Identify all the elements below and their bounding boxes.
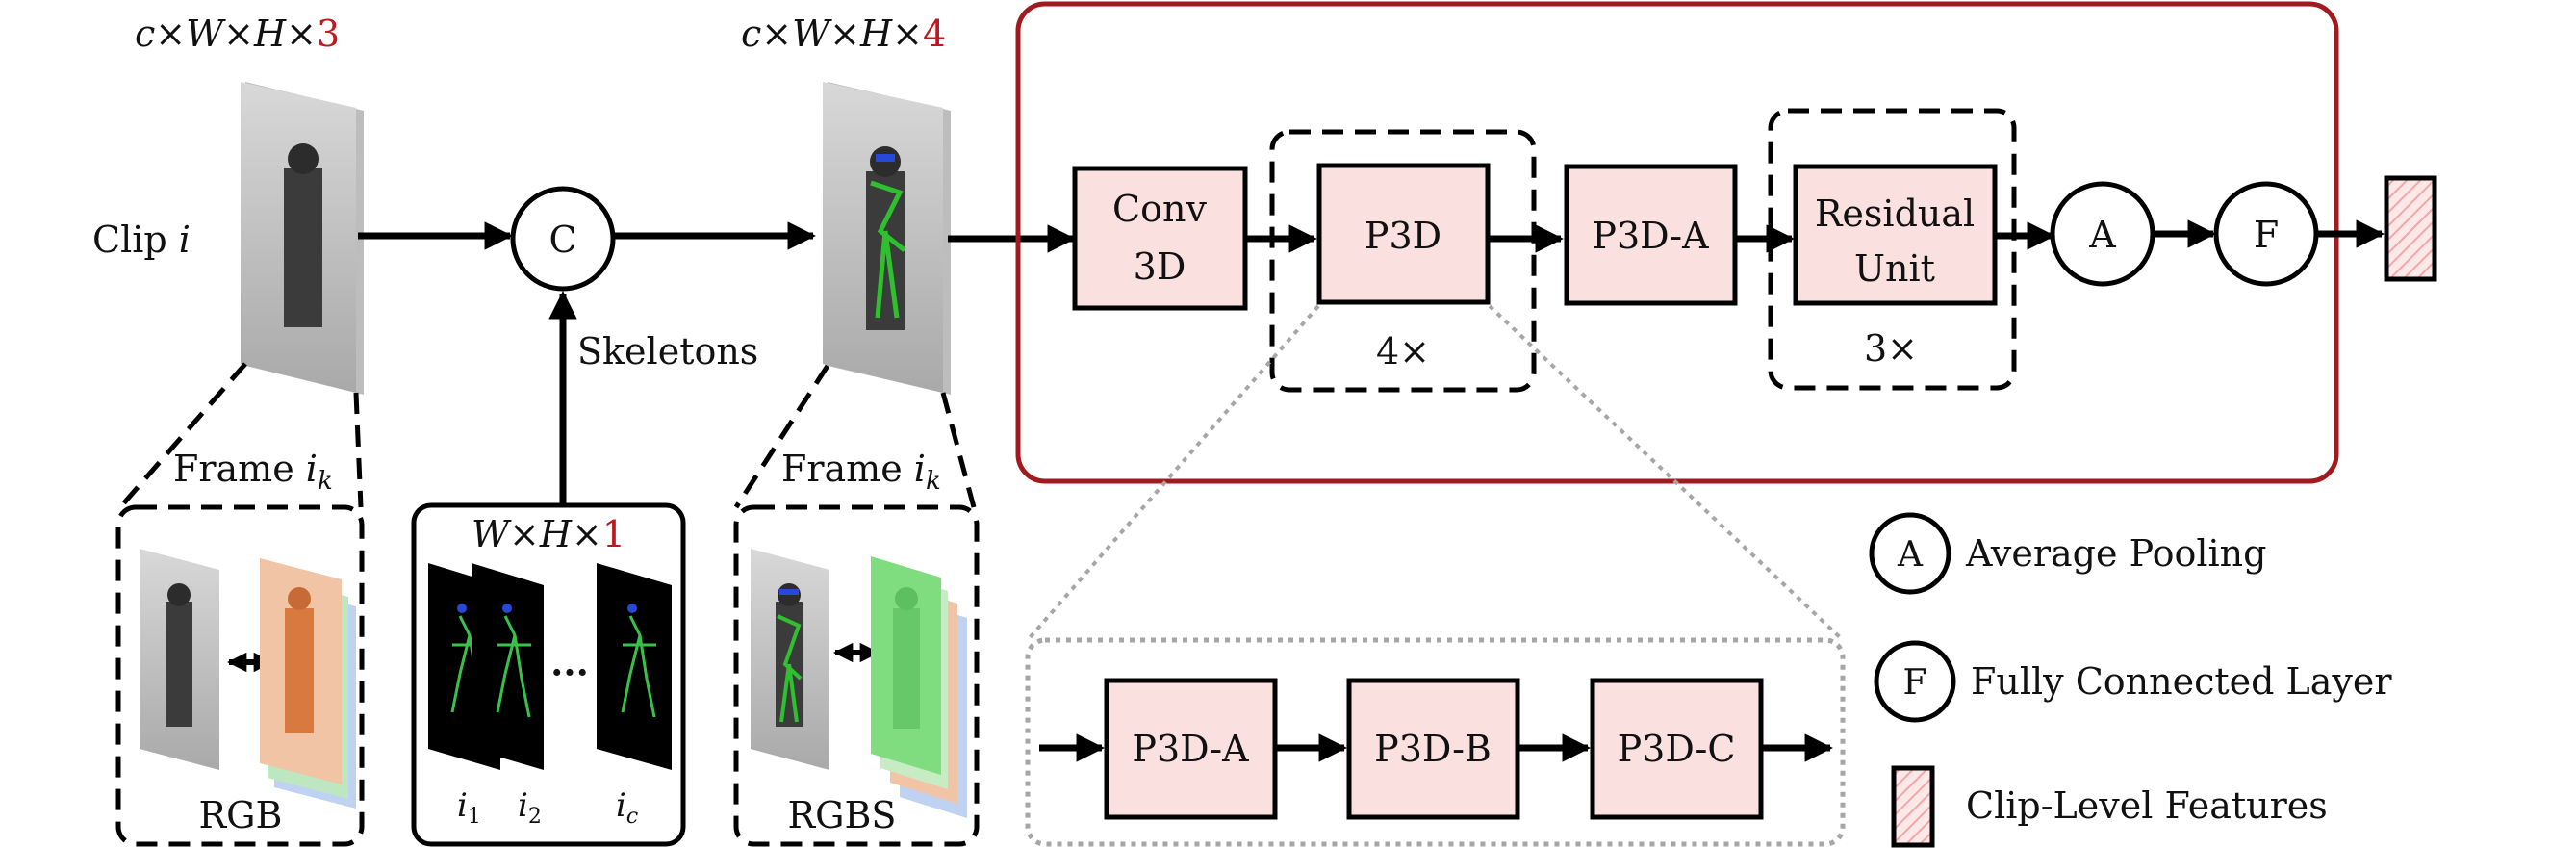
skeleton-dims: W×H×1 bbox=[472, 513, 625, 555]
rgbs-dims: c×W×H×4 bbox=[741, 13, 946, 55]
svg-text:P3D: P3D bbox=[1365, 215, 1441, 257]
zoom-guide-right bbox=[1488, 304, 1845, 642]
residual-repeat-group bbox=[1768, 108, 2017, 391]
svg-text:A: A bbox=[1897, 535, 1924, 575]
skeleton-ic: ic bbox=[616, 786, 638, 829]
skeleton-dots: ··· bbox=[550, 651, 589, 694]
p3d-block: P3D bbox=[1316, 163, 1491, 305]
expanded-p3d-a: P3D-A bbox=[1104, 678, 1278, 820]
residual-unit-block: Residual Unit bbox=[1793, 164, 1998, 306]
skeleton-i2: i2 bbox=[518, 786, 542, 829]
frame-left-label: Frame ik bbox=[173, 448, 333, 496]
fc-node: F bbox=[2213, 181, 2319, 287]
rgb-label: RGB bbox=[199, 794, 283, 836]
clip-image bbox=[241, 82, 364, 395]
legend-features-text: Clip-Level Features bbox=[1966, 784, 2328, 827]
rgbs-zoom-right bbox=[940, 392, 977, 508]
skeleton-box bbox=[411, 502, 686, 847]
legend-features: Clip-Level Features bbox=[1891, 765, 2328, 848]
skeleton-i1: i1 bbox=[457, 786, 481, 829]
rgbs-clip-image bbox=[823, 82, 951, 395]
legend-avg-symbol bbox=[1869, 512, 1951, 595]
rgbs-label: RGBS bbox=[788, 794, 897, 836]
skeletons-label: Skeletons bbox=[577, 330, 758, 373]
frame-right-label: Frame ik bbox=[781, 448, 941, 496]
svg-text:Conv: Conv bbox=[1112, 188, 1207, 230]
p3d-expanded-group bbox=[1025, 637, 1846, 847]
svg-text:Residual: Residual bbox=[1815, 193, 1975, 235]
legend-fc-text: Fully Connected Layer bbox=[1971, 660, 2392, 703]
svg-text:A: A bbox=[2088, 214, 2116, 256]
svg-text:3D: 3D bbox=[1134, 245, 1186, 288]
svg-text:P3D-A: P3D-A bbox=[1132, 728, 1249, 770]
p3d-a-block: P3D-A bbox=[1564, 164, 1738, 306]
rgb-frame-image bbox=[140, 549, 219, 770]
rgb-frame-box bbox=[115, 504, 365, 847]
legend-feature-symbol bbox=[1891, 765, 1935, 848]
avg-pool-node: A bbox=[2050, 181, 2155, 287]
rgb-channel-stack bbox=[260, 558, 356, 809]
svg-text:Unit: Unit bbox=[1854, 247, 1935, 290]
svg-text:P3D-B: P3D-B bbox=[1374, 728, 1492, 770]
rgbs-channel-stack bbox=[871, 556, 967, 818]
svg-text:F: F bbox=[2254, 214, 2279, 256]
conv3d-block: Conv 3D bbox=[1072, 166, 1248, 311]
skeleton-frames bbox=[428, 563, 672, 770]
legend-fc: F Fully Connected Layer bbox=[1874, 640, 2392, 723]
rgbs-frame-image bbox=[751, 549, 829, 770]
legend-avg-pool: A Average Pooling bbox=[1869, 512, 2266, 595]
expanded-p3d-b: P3D-B bbox=[1346, 678, 1520, 820]
rgbs-zoom-left bbox=[733, 364, 830, 509]
residual-repeat: 3× bbox=[1864, 327, 1918, 370]
clip-label: Clip i bbox=[92, 218, 191, 261]
clip-zoom-right bbox=[353, 392, 364, 508]
p3d-repeat-group bbox=[1269, 129, 1537, 393]
p3d-repeat: 4× bbox=[1376, 330, 1430, 373]
rgbs-frame-box bbox=[733, 504, 980, 847]
zoom-guide-left bbox=[1026, 304, 1320, 642]
concat-label: C bbox=[548, 218, 576, 261]
clip-feature-output bbox=[2384, 175, 2437, 282]
clip-dims: c×W×H×3 bbox=[135, 13, 340, 55]
concat-node: C bbox=[510, 186, 616, 292]
svg-text:P3D-C: P3D-C bbox=[1618, 728, 1736, 770]
svg-text:F: F bbox=[1903, 663, 1927, 703]
expanded-p3d-c: P3D-C bbox=[1590, 678, 1764, 820]
legend-fc-symbol bbox=[1874, 640, 1956, 723]
clip-person bbox=[284, 168, 322, 327]
legend-avg-text: Average Pooling bbox=[1965, 532, 2266, 575]
svg-text:P3D-A: P3D-A bbox=[1592, 215, 1709, 257]
